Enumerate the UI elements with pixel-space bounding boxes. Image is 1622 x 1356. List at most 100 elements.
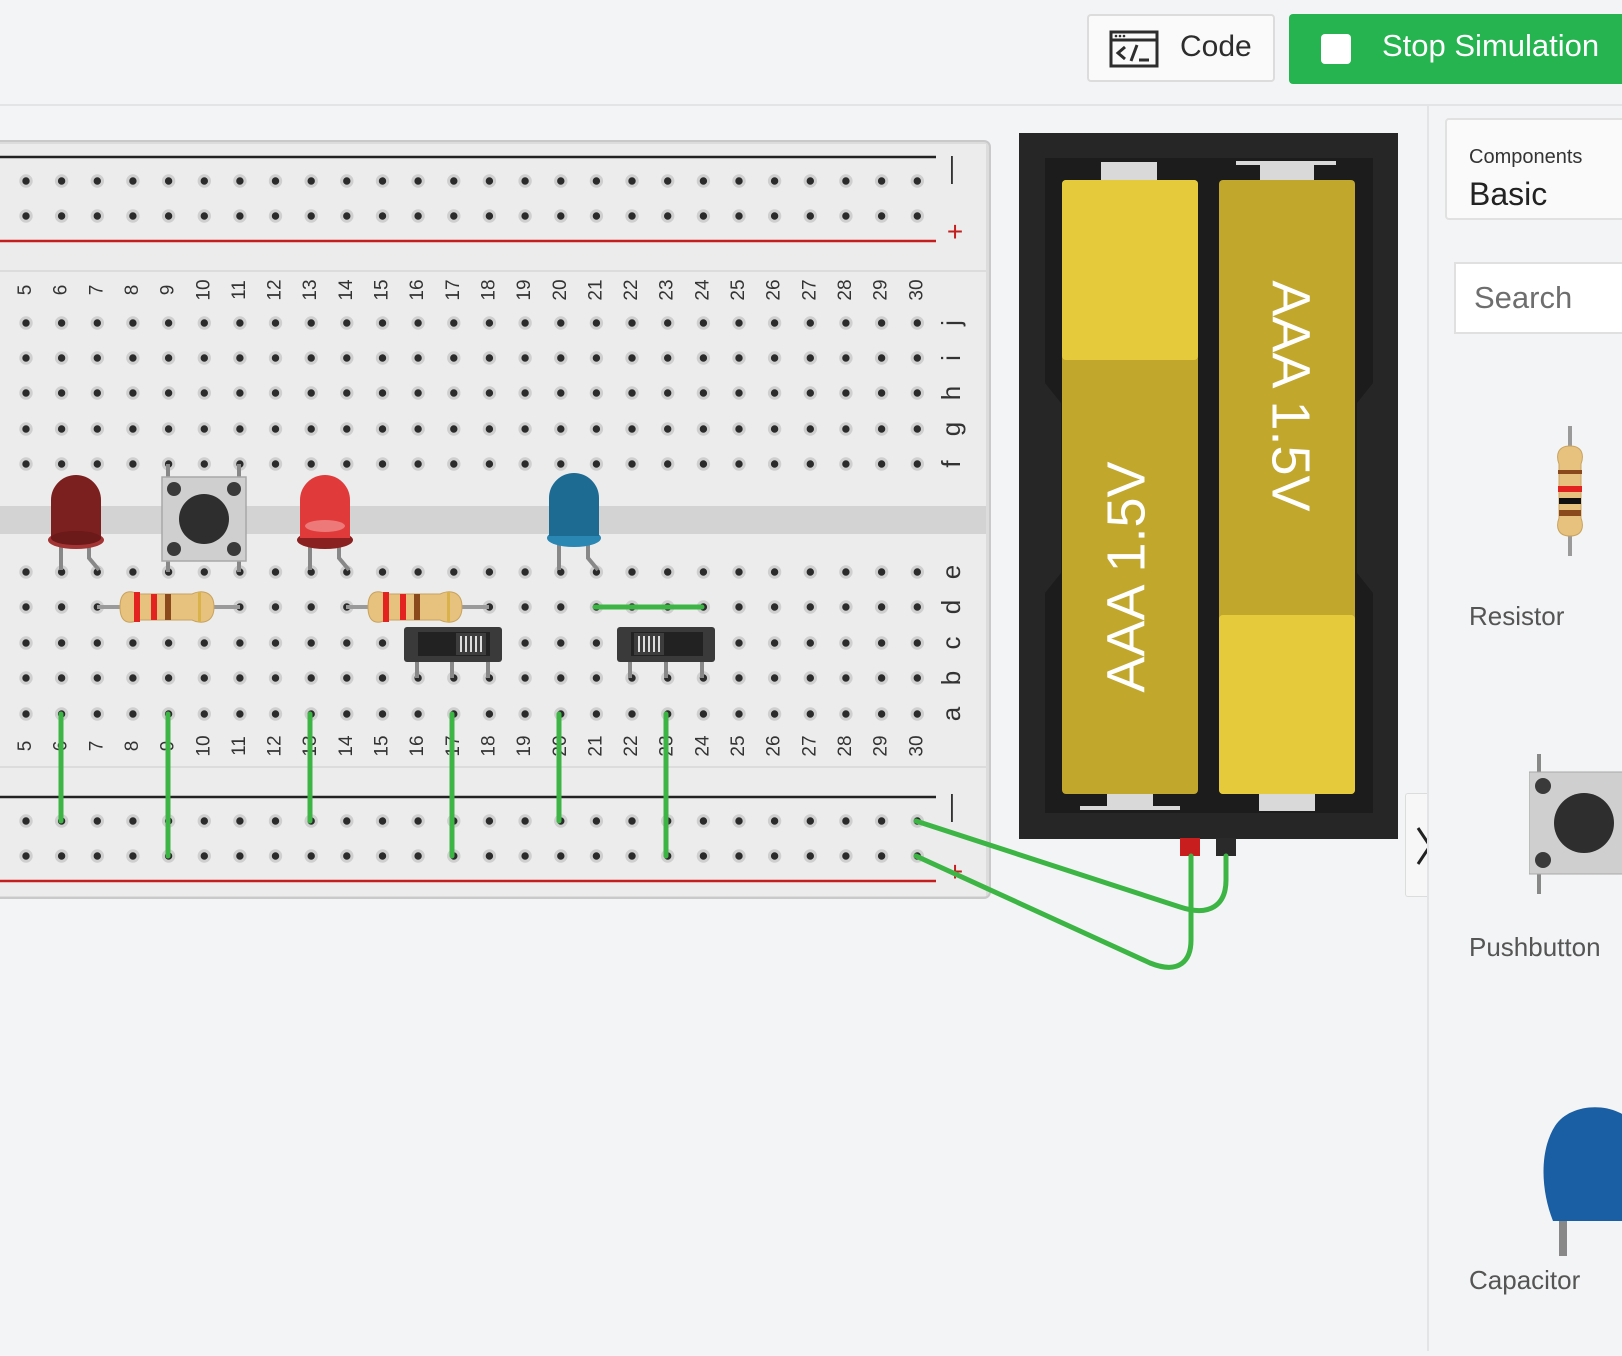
breadboard-hole[interactable] xyxy=(910,636,924,650)
rail-hole[interactable] xyxy=(874,814,889,828)
breadboard-hole[interactable] xyxy=(197,386,212,400)
rail-hole[interactable] xyxy=(126,174,140,188)
breadboard-hole[interactable] xyxy=(482,707,497,721)
breadboard-hole[interactable] xyxy=(839,351,853,365)
breadboard-hole[interactable] xyxy=(19,386,33,400)
breadboard-hole[interactable] xyxy=(625,457,639,471)
rail-hole[interactable] xyxy=(304,174,318,188)
breadboard-hole[interactable] xyxy=(767,565,782,579)
breadboard-hole[interactable] xyxy=(161,351,176,365)
rail-hole[interactable] xyxy=(375,174,390,188)
breadboard-hole[interactable] xyxy=(661,386,675,400)
breadboard-hole[interactable] xyxy=(90,457,105,471)
breadboard-hole[interactable] xyxy=(589,351,604,365)
breadboard-hole[interactable] xyxy=(19,671,33,685)
rail-hole[interactable] xyxy=(874,849,889,863)
breadboard-hole[interactable] xyxy=(340,386,354,400)
breadboard-hole[interactable] xyxy=(90,351,105,365)
rail-hole[interactable] xyxy=(767,814,782,828)
breadboard-hole[interactable] xyxy=(518,386,532,400)
breadboard-hole[interactable] xyxy=(518,422,532,436)
breadboard-hole[interactable] xyxy=(910,351,924,365)
rail-hole[interactable] xyxy=(268,814,283,828)
breadboard-hole[interactable] xyxy=(268,351,283,365)
rail-hole[interactable] xyxy=(696,209,711,223)
breadboard-hole[interactable] xyxy=(375,422,390,436)
rail-hole[interactable] xyxy=(340,849,354,863)
breadboard-hole[interactable] xyxy=(732,386,746,400)
breadboard-hole[interactable] xyxy=(197,351,212,365)
stop-simulation-button[interactable]: Stop Simulation xyxy=(1289,14,1622,84)
breadboard-hole[interactable] xyxy=(126,457,140,471)
breadboard-hole[interactable] xyxy=(54,316,69,330)
rail-hole[interactable] xyxy=(161,174,176,188)
rail-hole[interactable] xyxy=(874,209,889,223)
rail-hole[interactable] xyxy=(839,849,853,863)
breadboard-hole[interactable] xyxy=(411,386,425,400)
rail-hole[interactable] xyxy=(518,849,532,863)
breadboard-hole[interactable] xyxy=(375,671,390,685)
breadboard-hole[interactable] xyxy=(661,351,675,365)
breadboard-hole[interactable] xyxy=(54,671,69,685)
rail-wires[interactable] xyxy=(58,604,705,859)
breadboard-hole[interactable] xyxy=(518,671,532,685)
breadboard-hole[interactable] xyxy=(767,386,782,400)
breadboard-hole[interactable] xyxy=(411,457,425,471)
rail-hole[interactable] xyxy=(803,209,817,223)
breadboard-hole[interactable] xyxy=(696,565,711,579)
breadboard-hole[interactable] xyxy=(375,636,390,650)
rail-hole[interactable] xyxy=(126,209,140,223)
breadboard-hole[interactable] xyxy=(910,671,924,685)
breadboard-hole[interactable] xyxy=(411,316,425,330)
breadboard-hole[interactable] xyxy=(90,671,105,685)
rail-hole[interactable] xyxy=(661,174,675,188)
breadboard-hole[interactable] xyxy=(447,351,461,365)
breadboard-hole[interactable] xyxy=(19,600,33,614)
breadboard-hole[interactable] xyxy=(233,422,247,436)
breadboard-hole[interactable] xyxy=(554,671,568,685)
breadboard-hole[interactable] xyxy=(90,707,105,721)
breadboard-hole[interactable] xyxy=(803,707,817,721)
breadboard-hole[interactable] xyxy=(518,351,532,365)
breadboard-hole[interactable] xyxy=(304,636,318,650)
breadboard-hole[interactable] xyxy=(910,316,924,330)
breadboard-hole[interactable] xyxy=(732,636,746,650)
breadboard-hole[interactable] xyxy=(518,707,532,721)
breadboard-hole[interactable] xyxy=(589,386,604,400)
breadboard-hole[interactable] xyxy=(696,316,711,330)
breadboard-hole[interactable] xyxy=(126,636,140,650)
rail-hole[interactable] xyxy=(482,209,497,223)
breadboard-hole[interactable] xyxy=(375,565,390,579)
breadboard-hole[interactable] xyxy=(197,565,212,579)
breadboard-hole[interactable] xyxy=(268,457,283,471)
breadboard-hole[interactable] xyxy=(340,316,354,330)
rail-hole[interactable] xyxy=(518,209,532,223)
rail-hole[interactable] xyxy=(126,849,140,863)
breadboard-hole[interactable] xyxy=(518,600,532,614)
rail-hole[interactable] xyxy=(767,174,782,188)
rail-hole[interactable] xyxy=(54,174,69,188)
breadboard-hole[interactable] xyxy=(126,422,140,436)
breadboard-hole[interactable] xyxy=(910,386,924,400)
breadboard-hole[interactable] xyxy=(340,351,354,365)
breadboard-hole[interactable] xyxy=(554,636,568,650)
breadboard-hole[interactable] xyxy=(447,386,461,400)
breadboard-hole[interactable] xyxy=(554,351,568,365)
breadboard-hole[interactable] xyxy=(197,671,212,685)
breadboard-hole[interactable] xyxy=(767,707,782,721)
breadboard-hole[interactable] xyxy=(161,671,176,685)
pushbutton[interactable] xyxy=(161,464,247,572)
breadboard-hole[interactable] xyxy=(90,386,105,400)
breadboard-hole[interactable] xyxy=(482,422,497,436)
rail-hole[interactable] xyxy=(625,209,639,223)
breadboard-hole[interactable] xyxy=(54,351,69,365)
breadboard-hole[interactable] xyxy=(554,457,568,471)
rail-hole[interactable] xyxy=(839,209,853,223)
breadboard-hole[interactable] xyxy=(803,600,817,614)
resistor[interactable] xyxy=(346,591,489,623)
breadboard-hole[interactable] xyxy=(696,351,711,365)
rail-hole[interactable] xyxy=(304,209,318,223)
rail-hole[interactable] xyxy=(661,209,675,223)
rail-hole[interactable] xyxy=(482,849,497,863)
